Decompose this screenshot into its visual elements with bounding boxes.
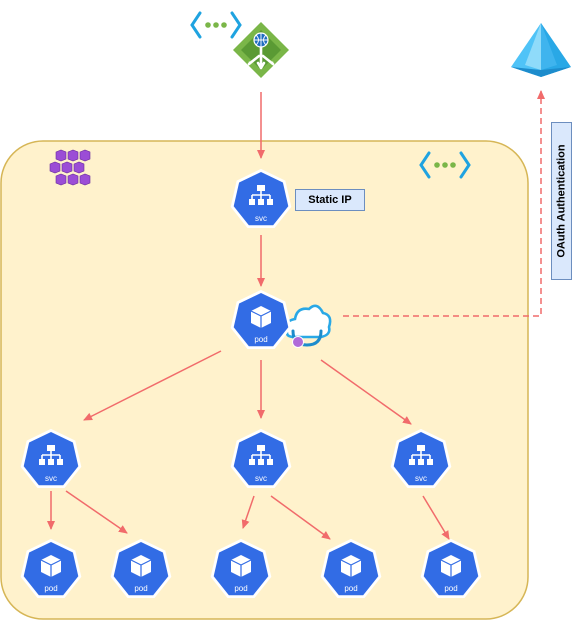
vnet-icon [190, 11, 242, 39]
aks-cluster-boundary [0, 140, 529, 620]
static-ip-text: Static IP [308, 194, 352, 206]
kubernetes-service-icon: svc [230, 168, 292, 229]
kubernetes-pod-icon: pod [230, 289, 292, 350]
edge-pod-to-svc-right [320, 359, 412, 425]
edge-svc-center-to-pod-4 [270, 495, 331, 540]
pod-label: pod [134, 584, 147, 593]
oauth-authentication-text: OAuth Authentication [555, 144, 568, 258]
aks-icon [49, 149, 91, 186]
edge-svc-left-to-pod-2 [65, 490, 128, 534]
pod-label: pod [444, 584, 457, 593]
connector-edges [47, 90, 545, 540]
kubernetes-pod-icon: pod [20, 538, 82, 599]
svc-label: svc [255, 474, 267, 483]
svc-label: svc [415, 474, 427, 483]
svc-label: svc [45, 474, 57, 483]
kubernetes-service-icon: svc [390, 428, 452, 489]
edge-oauth-dashed [343, 90, 545, 317]
oauth-authentication-label: OAuth Authentication [551, 122, 572, 280]
kubernetes-service-icon: svc [20, 428, 82, 489]
svc-label: svc [255, 214, 267, 223]
kubernetes-pod-icon: pod [110, 538, 172, 599]
edge-pod-to-svc-left [83, 350, 222, 421]
vnet-icon [419, 151, 471, 179]
kubernetes-pod-icon: pod [320, 538, 382, 599]
edge-svc-right-to-pod-5 [422, 495, 450, 540]
kubernetes-service-icon: svc [230, 428, 292, 489]
pod-label: pod [344, 584, 357, 593]
azure-active-directory-icon [511, 23, 571, 77]
edge-svc-center-to-pod-3 [241, 495, 255, 529]
pod-label: pod [234, 584, 247, 593]
managed-identity-icon [284, 304, 332, 348]
application-gateway-icon [233, 22, 289, 78]
kubernetes-nodes: svc pod svc svc svc pod pod pod pod pod [20, 168, 482, 599]
pod-label: pod [44, 584, 57, 593]
static-ip-label: Static IP [295, 189, 365, 211]
kubernetes-pod-icon: pod [210, 538, 272, 599]
kubernetes-pod-icon: pod [420, 538, 482, 599]
pod-label: pod [254, 335, 267, 344]
